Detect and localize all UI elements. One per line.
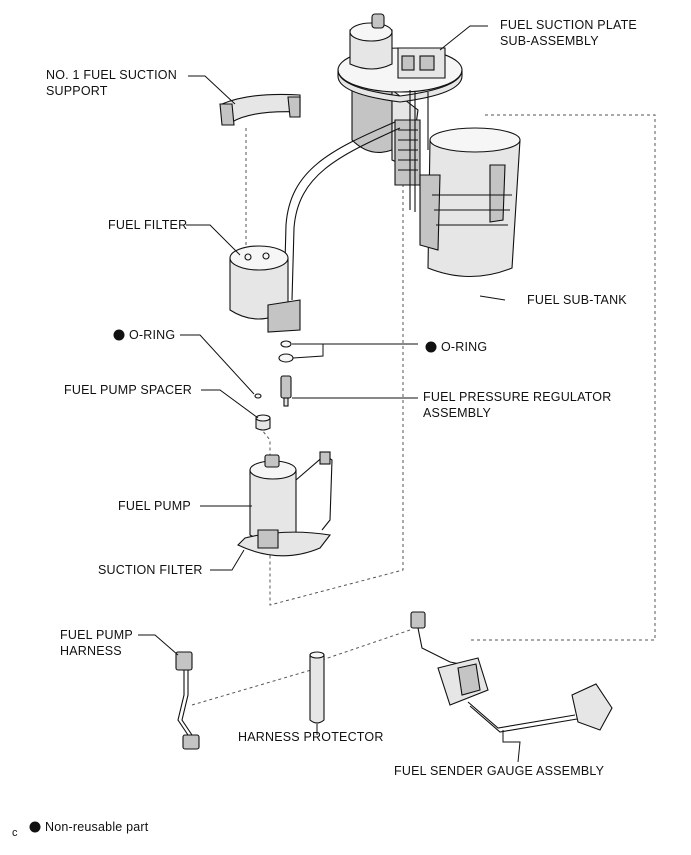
label-fuel-pump-harness: FUEL PUMP bbox=[60, 628, 133, 642]
harness-protector-drawing bbox=[309, 651, 325, 724]
fuel-pump-drawing bbox=[249, 451, 333, 543]
fuel-pump-harness-drawing bbox=[175, 651, 200, 750]
suction-filter-drawing bbox=[237, 529, 332, 557]
non-reusable-marker-icon bbox=[113, 329, 125, 341]
legend-corner-mark: c bbox=[12, 827, 18, 839]
fuel-suction-support-drawing bbox=[219, 93, 301, 126]
label-fuel-sender-gauge: FUEL SENDER GAUGE ASSEMBLY bbox=[394, 764, 605, 778]
label-o-ring-left: O-RING bbox=[129, 328, 175, 342]
label-fuel-suction-plate: FUEL SUCTION PLATE bbox=[500, 18, 637, 32]
label-fuel-sub-tank: FUEL SUB-TANK bbox=[527, 293, 627, 307]
assembly-guide-lines bbox=[191, 114, 656, 706]
label-fuel-pressure-regulator-cont: ASSEMBLY bbox=[423, 406, 492, 420]
leader-lines bbox=[138, 25, 521, 763]
fuel-pump-spacer-drawing bbox=[255, 414, 271, 431]
label-o-ring-right: O-RING bbox=[441, 340, 487, 354]
non-reusable-marker-icon bbox=[425, 341, 437, 353]
fuel-sub-tank-drawing bbox=[419, 127, 521, 278]
label-fuel-suction-plate-cont: SUB-ASSEMBLY bbox=[500, 34, 599, 48]
label-suction-filter: SUCTION FILTER bbox=[98, 563, 203, 577]
fuel-sender-gauge-drawing bbox=[410, 611, 613, 733]
label-no1-fuel-suction-support: NO. 1 FUEL SUCTION bbox=[46, 68, 177, 82]
label-fuel-filter: FUEL FILTER bbox=[108, 218, 187, 232]
label-fuel-pump-spacer: FUEL PUMP SPACER bbox=[64, 383, 192, 397]
pressure-regulator-drawing bbox=[280, 375, 292, 407]
fuel-hose-drawing bbox=[283, 121, 401, 301]
part-labels: FUEL SUCTION PLATE SUB-ASSEMBLY NO. 1 FU… bbox=[46, 18, 637, 778]
label-fuel-pressure-regulator: FUEL PRESSURE REGULATOR bbox=[423, 390, 611, 404]
label-harness-protector: HARNESS PROTECTOR bbox=[238, 730, 384, 744]
non-reusable-legend-icon bbox=[29, 821, 41, 833]
label-fuel-pump: FUEL PUMP bbox=[118, 499, 191, 513]
legend: c Non-reusable part bbox=[12, 820, 149, 839]
legend-text: Non-reusable part bbox=[45, 820, 149, 834]
fuel-suction-plate-drawing bbox=[337, 13, 463, 212]
fuel-filter-drawing bbox=[229, 245, 301, 333]
label-no1-fuel-suction-support-cont: SUPPORT bbox=[46, 84, 108, 98]
label-fuel-pump-harness-cont: HARNESS bbox=[60, 644, 122, 658]
